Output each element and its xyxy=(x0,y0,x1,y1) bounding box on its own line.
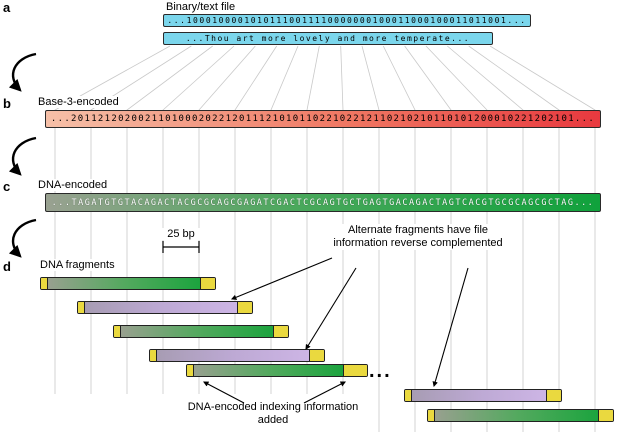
base3-encoded-bar: ...2011212020021101000202212011121010110… xyxy=(45,110,601,128)
alignment-guide-line xyxy=(340,45,344,394)
alternate-fragments-note: Alternate fragments have file informatio… xyxy=(328,224,508,250)
panel-label-b: b xyxy=(3,96,11,111)
indexing-note-arrow-left xyxy=(203,381,245,404)
fragment-body xyxy=(157,350,309,361)
panel-label-a: a xyxy=(3,0,11,15)
flow-arrow-a-to-b xyxy=(8,52,37,92)
panel-label-d: d xyxy=(3,259,11,274)
scale-bar-25bp xyxy=(162,241,200,253)
alignment-guide-line xyxy=(198,45,256,394)
alignment-guide-line xyxy=(270,45,299,394)
indexing-note-arrow-right xyxy=(303,381,346,404)
fragment-body xyxy=(121,326,273,337)
index-segment-right xyxy=(200,278,215,289)
flow-arrow-c-to-d xyxy=(8,218,37,258)
index-segment-right xyxy=(546,390,561,401)
indexing-information-note: DNA-encoded indexing information added xyxy=(182,401,364,427)
alignment-guide-line xyxy=(126,45,213,394)
index-segment-right xyxy=(237,302,252,313)
index-segment-right xyxy=(343,365,367,376)
alternate-note-arrow-1 xyxy=(230,257,333,300)
index-segment-left xyxy=(114,326,121,337)
scale-bar-label: 25 bp xyxy=(152,228,210,240)
index-segment-left xyxy=(187,365,194,376)
dna-fragments-title: DNA fragments xyxy=(38,259,117,271)
fragments-ellipsis: ... xyxy=(369,360,392,382)
dna-fragment-green xyxy=(40,277,216,290)
dna-encoded-bar: ...TAGATGTGTACAGACTACGCGCAGCGAGATCGACTCG… xyxy=(45,193,601,212)
dna-fragment-purple xyxy=(77,301,253,314)
alternate-note-arrow-3 xyxy=(432,267,469,388)
panel-label-c: c xyxy=(3,179,11,194)
alignment-guide-line xyxy=(234,45,278,394)
dna-fragment-purple xyxy=(404,389,562,402)
fragment-body xyxy=(194,365,343,376)
alignment-guide-line xyxy=(162,45,235,394)
fragment-body xyxy=(48,278,200,289)
index-segment-left xyxy=(41,278,48,289)
dna-fragment-green xyxy=(427,409,614,422)
binary-file-title: Binary/text file xyxy=(164,1,238,13)
index-segment-right xyxy=(309,350,324,361)
index-segment-left xyxy=(78,302,85,313)
text-file-bar: ...Thou art more lovely and more tempera… xyxy=(163,32,493,45)
index-segment-left xyxy=(150,350,157,361)
fragment-body xyxy=(435,410,598,421)
dna-fragment-green xyxy=(186,364,368,377)
flow-arrow-b-to-c xyxy=(8,136,37,176)
dna-encoded-title: DNA-encoded xyxy=(36,179,110,191)
base3-title: Base-3-encoded xyxy=(36,96,121,108)
alignment-guide-line xyxy=(306,45,320,394)
index-segment-right xyxy=(598,410,613,421)
dna-fragment-purple xyxy=(149,349,325,362)
binary-data-bar: ...1000100001010111001111000000010001100… xyxy=(163,14,531,27)
dna-fragment-green xyxy=(113,325,289,338)
index-segment-left xyxy=(405,390,412,401)
alternate-note-arrow-2 xyxy=(305,267,357,350)
fragment-body xyxy=(85,302,237,313)
index-segment-left xyxy=(428,410,435,421)
index-segment-right xyxy=(273,326,288,337)
fragment-body xyxy=(412,390,546,401)
